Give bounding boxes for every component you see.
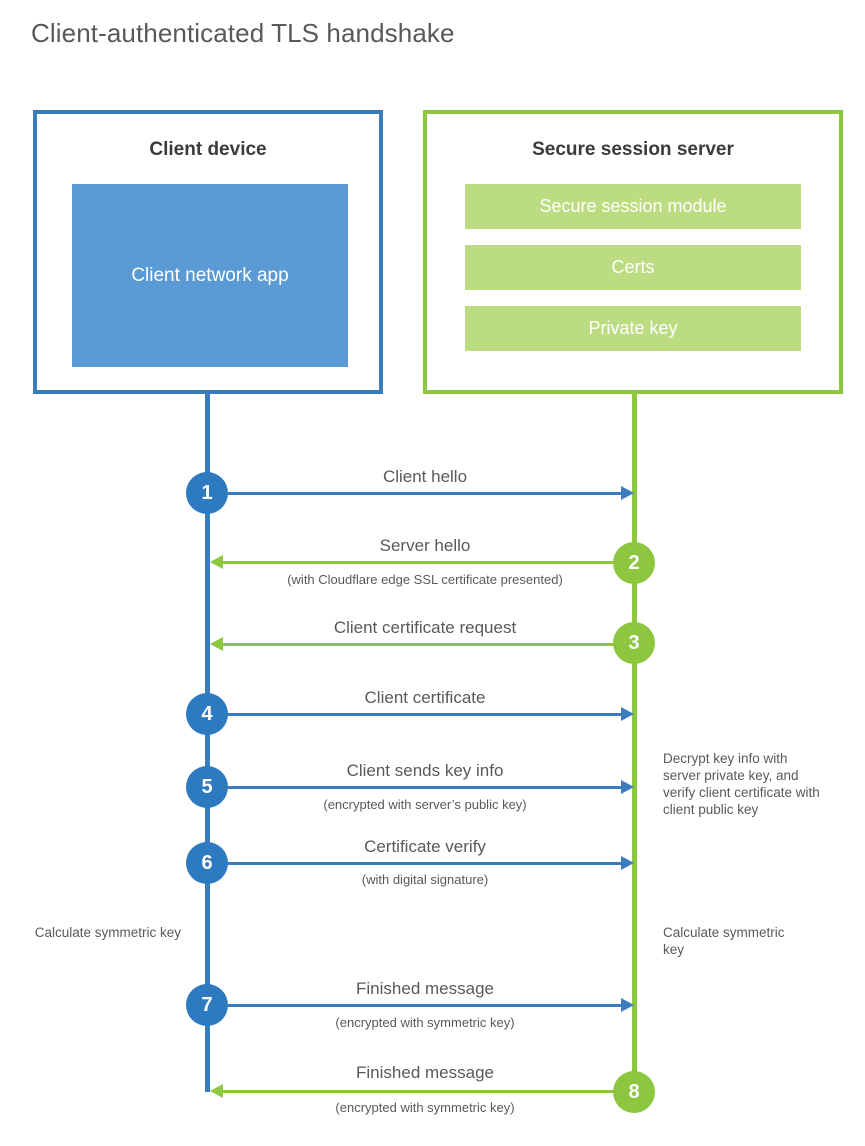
step-label: Certificate verify — [364, 837, 486, 856]
step-sublabel: (with digital signature) — [361, 872, 489, 887]
step-circle[interactable]: 5 — [186, 766, 228, 808]
secure-session-server-title: Secure session server — [532, 139, 734, 160]
step-sublabel: (encrypted with symmetric key) — [335, 1100, 515, 1115]
step-arrow — [210, 780, 634, 794]
step-sublabel: (encrypted with server’s public key) — [323, 797, 527, 812]
arrowhead-icon — [621, 486, 634, 500]
server-module-item: Secure session module — [465, 184, 801, 229]
arrowhead-icon — [210, 1084, 223, 1098]
arrowhead-icon — [621, 998, 634, 1012]
arrowhead-icon — [621, 856, 634, 870]
client-network-app-block: Client network app — [72, 184, 348, 367]
step-sublabel: (with Cloudflare edge SSL certificate pr… — [287, 572, 563, 587]
step-circle[interactable]: 1 — [186, 472, 228, 514]
step-label: Client hello — [382, 467, 468, 486]
step-arrow — [210, 998, 634, 1012]
step-label: Server hello — [379, 536, 471, 555]
calculate-symmetric-key-server-note: Calculate symmetric key — [663, 925, 785, 957]
step-label: Client certificate request — [333, 618, 517, 637]
client-device-title: Client device — [149, 139, 267, 160]
step-circle[interactable]: 4 — [186, 693, 228, 735]
arrowhead-icon — [621, 780, 634, 794]
step-label: Finished message — [356, 1063, 494, 1082]
arrowhead-icon — [210, 637, 223, 651]
step-arrow — [210, 856, 634, 870]
step-arrow — [210, 555, 632, 569]
step-arrow — [210, 707, 634, 721]
step-circle[interactable]: 7 — [186, 984, 228, 1026]
step-sublabel: (encrypted with symmetric key) — [335, 1015, 515, 1030]
server-module-item: Private key — [465, 306, 801, 351]
server-module-item: Certs — [465, 245, 801, 290]
calculate-symmetric-key-client-note: Calculate symmetric key — [34, 925, 181, 940]
client-device-box: Client device Client network app — [33, 110, 383, 394]
server-modules-list: Secure session module Certs Private key — [465, 184, 801, 351]
server-lifeline — [632, 394, 637, 1092]
arrowhead-icon — [210, 555, 223, 569]
step-label: Finished message — [356, 979, 494, 998]
step-arrow — [210, 1084, 632, 1098]
client-lifeline — [205, 394, 210, 1092]
step-circle[interactable]: 8 — [613, 1071, 655, 1113]
step-circle[interactable]: 3 — [613, 622, 655, 664]
arrowhead-icon — [621, 707, 634, 721]
step-circle[interactable]: 2 — [613, 542, 655, 584]
decrypt-key-note: Decrypt key info with server private key… — [663, 751, 820, 817]
page-title: Client-authenticated TLS handshake — [31, 18, 455, 48]
step-arrow — [210, 637, 632, 651]
step-circle[interactable]: 6 — [186, 842, 228, 884]
step-arrow — [210, 486, 634, 500]
step-label: Client sends key info — [346, 761, 504, 780]
step-label: Client certificate — [364, 688, 486, 707]
secure-session-server-box: Secure session server Secure session mod… — [423, 110, 843, 394]
